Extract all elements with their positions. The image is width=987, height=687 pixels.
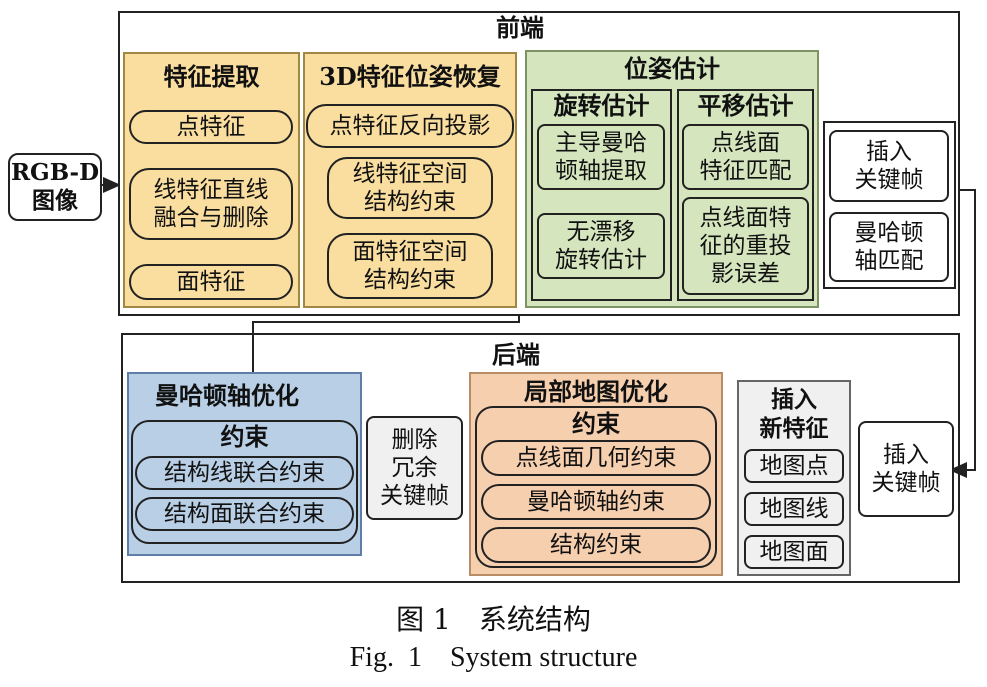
structure-plane-joint-constraint: 结构面联合约束 [135,497,354,531]
manhattan-axis-constraint: 曼哈顿轴约束 [481,484,711,520]
line-feature-merge: 线特征直线 融合与删除 [129,168,293,240]
rgbd-input: RGB-D 图像 [8,153,102,221]
back-end-frame [121,333,960,583]
rotation-estimation-box [531,89,672,301]
pose-estimation-panel [525,50,819,308]
pose-estimation-title: 位姿估计 [624,54,720,83]
plane-spatial-constraint: 面特征空间 结构约束 [327,233,493,299]
map-point: 地图点 [744,449,844,483]
manhattan-axis-matching: 曼哈顿 轴匹配 [829,212,949,282]
structure-line-joint-constraint: 结构线联合约束 [135,456,354,490]
plf-feature-matching: 点线面 特征匹配 [682,124,809,190]
map-plane: 地图面 [744,535,844,569]
insert-features-panel [737,380,851,576]
insert-keyframe-back: 插入 关键帧 [858,421,954,517]
rotation-estimation-title: 旋转估计 [553,91,650,120]
local-map-opt-title: 局部地图优化 [524,377,668,406]
manhattan-opt-panel [127,372,362,556]
delete-redundant-keyframes: 删除 冗余 关键帧 [366,416,463,520]
manhattan-constraint-title: 约束 [220,422,269,451]
pose-recovery-panel [303,52,517,308]
figure-caption-en: Fig. 1 System structure [349,642,638,673]
map-line: 地图线 [744,492,844,526]
line-spatial-constraint: 线特征空间 结构约束 [327,157,493,219]
translation-estimation-box [677,89,814,301]
translation-estimation-title: 平移估计 [697,91,794,120]
insert-features-title: 插入 新特征 [759,386,829,442]
plf-reprojection-error: 点线面特 征的重投 影误差 [682,197,809,295]
plf-geometric-constraint: 点线面几何约束 [481,440,711,476]
local-map-constraint-title: 约束 [572,409,620,438]
dominant-manhattan-axis: 主导曼哈 顿轴提取 [537,124,665,190]
feature-extraction-title: 特征提取 [163,62,260,91]
point-feature: 点特征 [129,110,293,144]
back-end-title: 后端 [492,340,540,369]
structure-constraint: 结构约束 [481,527,711,563]
figure-caption-cn: 图 1 系统结构 [396,603,591,636]
insert-keyframe-front: 插入 关键帧 [829,130,949,202]
keyframe-side-box [823,121,956,289]
drift-free-rotation: 无漂移 旋转估计 [537,213,665,279]
point-back-projection: 点特征反向投影 [306,104,514,148]
front-end-title: 前端 [496,13,544,42]
pose-recovery-title: 3D特征位姿恢复 [319,62,501,91]
plane-feature: 面特征 [129,264,293,300]
manhattan-opt-title: 曼哈顿轴优化 [155,381,299,410]
manhattan-constraint-box [131,420,358,544]
local-map-constraint-box [475,406,717,568]
